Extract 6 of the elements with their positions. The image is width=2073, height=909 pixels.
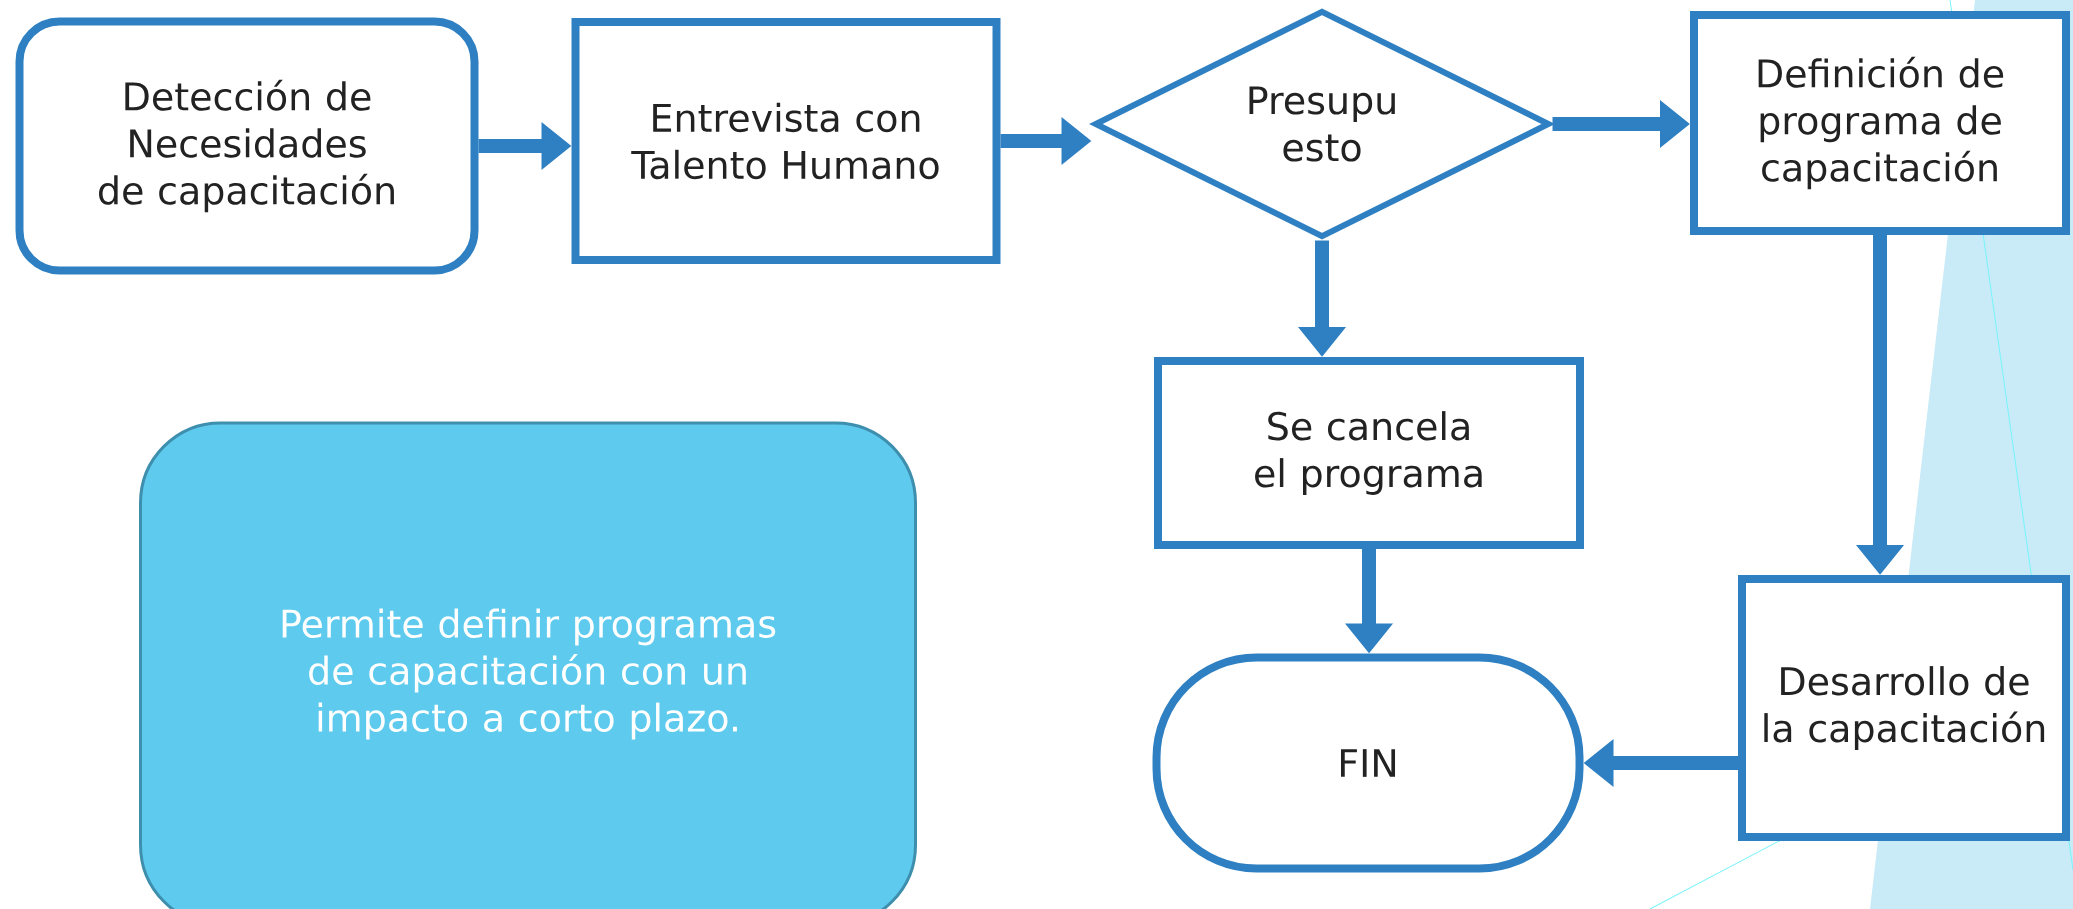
process-box: Desarrollo de la capacitación bbox=[1738, 575, 2070, 841]
process-box: Detección de Necesidades de capacitación bbox=[15, 17, 479, 275]
process-box: Entrevista con Talento Humano bbox=[571, 18, 1001, 264]
process-box: Definición de programa de capacitación bbox=[1690, 11, 2070, 235]
note-box: Permite definir programas de capacitación con un impacto a corto plazo. bbox=[139, 421, 917, 909]
process-box: Se cancela el programa bbox=[1154, 357, 1584, 549]
